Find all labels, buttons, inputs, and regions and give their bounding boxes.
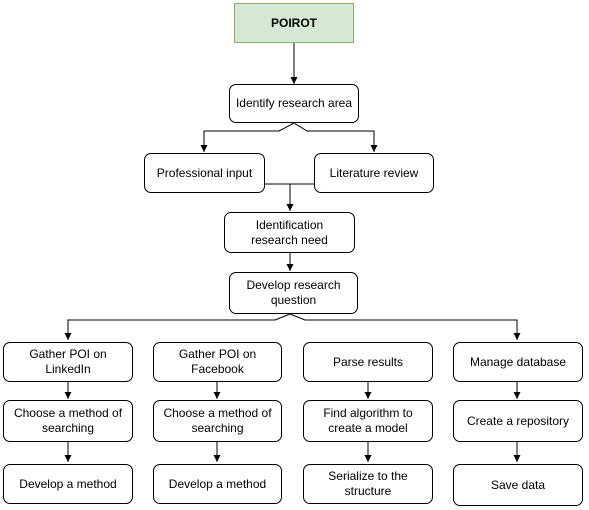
node-label: Develop a method bbox=[168, 476, 267, 491]
node-develop-method: Develop a method bbox=[3, 464, 133, 504]
node-label: Create a repository bbox=[466, 413, 570, 428]
root-node-label: POIROT bbox=[270, 15, 317, 30]
node-professional-input: Professional input bbox=[144, 153, 265, 193]
node-label: Manage database bbox=[469, 354, 567, 369]
arrow-question-to-col1 bbox=[64, 313, 291, 340]
node-label: Save data bbox=[490, 477, 546, 492]
node-label: Identification research need bbox=[251, 217, 328, 247]
node-save-data: Save data bbox=[453, 464, 583, 506]
node-label: Identify research area bbox=[235, 96, 353, 110]
node-serialize-structure: Serialize to the structure bbox=[303, 464, 433, 504]
arrow-professional-to-need bbox=[265, 183, 294, 211]
node-gather-poi-facebook: Gather POI on Facebook bbox=[153, 342, 282, 382]
node-label: Parse results bbox=[332, 354, 404, 369]
node-label: Develop research question bbox=[246, 278, 341, 307]
node-manage-database: Manage database bbox=[453, 342, 583, 382]
node-choose-method-searching: Choose a method of searching bbox=[3, 400, 133, 442]
node-label: Gather POI on LinkedIn bbox=[29, 347, 107, 376]
node-choose-method-searching: Choose a method of searching bbox=[153, 400, 282, 442]
node-label: Develop a method bbox=[19, 476, 117, 491]
node-identify-research-area: Identify research area bbox=[229, 84, 359, 123]
node-label: Choose a method of searching bbox=[13, 406, 123, 435]
node-parse-results: Parse results bbox=[303, 342, 433, 382]
node-create-repository: Create a repository bbox=[453, 400, 583, 442]
node-develop-method: Develop a method bbox=[153, 464, 282, 504]
root-node-poirot: POIROT bbox=[234, 3, 354, 43]
node-find-algorithm: Find algorithm to create a model bbox=[303, 400, 433, 442]
arrow-identify-to-professional bbox=[200, 122, 295, 152]
node-label: Literature review bbox=[329, 165, 419, 180]
node-develop-research-question: Develop research question bbox=[229, 272, 358, 314]
node-label: Professional input bbox=[156, 165, 253, 180]
node-literature-review: Literature review bbox=[314, 153, 434, 193]
arrow-identify-to-literature bbox=[293, 122, 378, 152]
arrow-question-to-col4 bbox=[289, 313, 521, 340]
node-label: Serialize to the structure bbox=[328, 469, 408, 498]
node-identification-research-need: Identification research need bbox=[224, 212, 355, 253]
node-label: Choose a method of searching bbox=[163, 406, 272, 435]
node-label: Gather POI on Facebook bbox=[178, 347, 257, 376]
node-label: Find algorithm to create a model bbox=[323, 406, 413, 435]
node-gather-poi-linkedin: Gather POI on LinkedIn bbox=[3, 342, 133, 382]
